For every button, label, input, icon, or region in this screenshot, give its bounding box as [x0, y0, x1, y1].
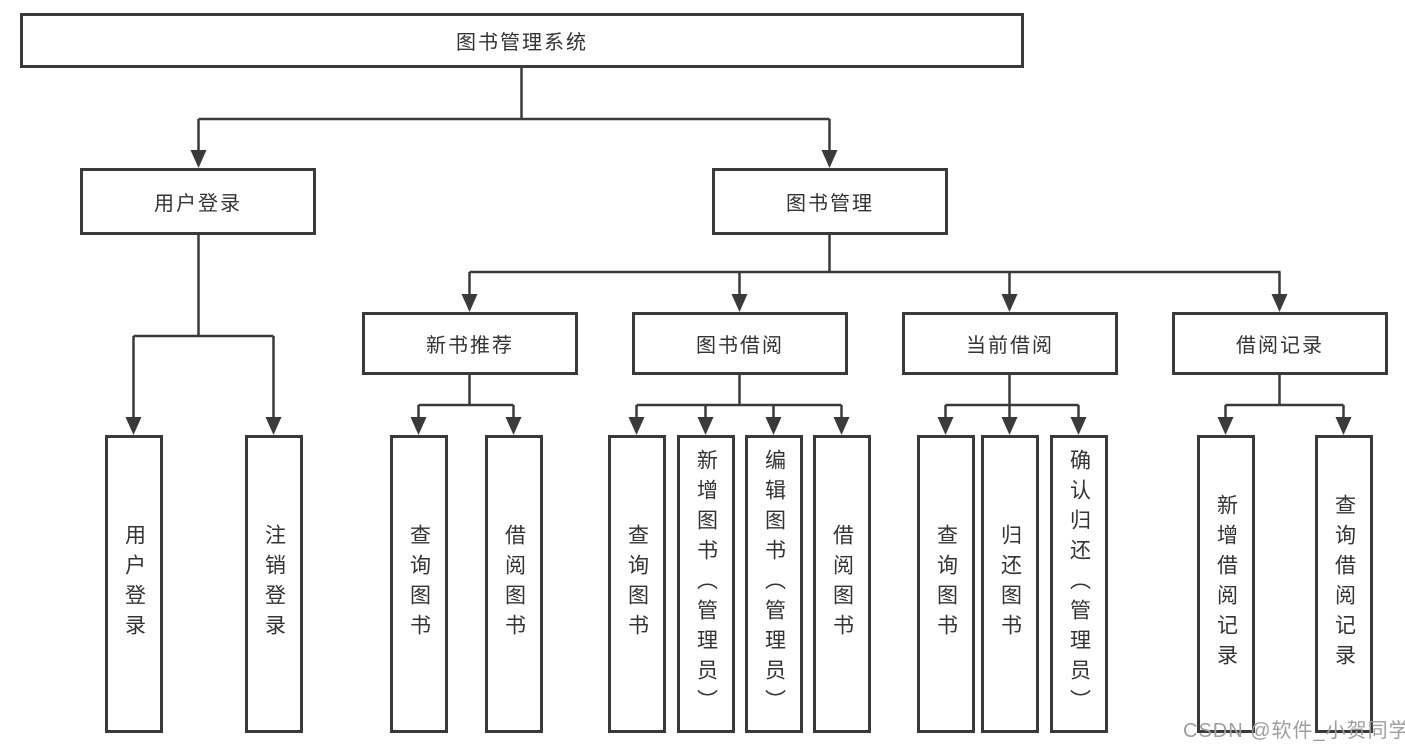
leaf-label: 新增图书（管理员） — [694, 449, 718, 719]
leaf-add-borrow-record: 新增借阅记录 — [1197, 435, 1255, 733]
node-current-borrowing: 当前借阅 — [902, 312, 1118, 375]
leaf-query-books: 查询图书 — [608, 435, 666, 733]
node-user-login: 用户登录 — [80, 168, 316, 235]
leaf-logout: 注销登录 — [245, 435, 303, 733]
node-new-book-recommend: 新书推荐 — [362, 312, 578, 375]
leaf-confirm-return-admin: 确认归还（管理员） — [1050, 435, 1108, 733]
leaf-label: 确认归还（管理员） — [1067, 449, 1091, 719]
leaf-query-books: 查询图书 — [917, 435, 975, 733]
leaf-borrow-books: 借阅图书 — [813, 435, 871, 733]
leaf-label: 编辑图书（管理员） — [762, 449, 786, 719]
csdn-watermark: CSDN @软件_小贺同学 — [1183, 720, 1405, 742]
node-book-borrowing: 图书借阅 — [632, 312, 848, 375]
leaf-query-borrow-record: 查询借阅记录 — [1315, 435, 1373, 733]
node-label: 借阅记录 — [1236, 335, 1324, 357]
leaf-label: 查询图书 — [934, 524, 958, 644]
leaf-label: 查询借阅记录 — [1332, 494, 1356, 674]
node-label: 当前借阅 — [966, 335, 1054, 357]
leaf-user-login: 用户登录 — [105, 435, 163, 733]
leaf-label: 借阅图书 — [502, 524, 526, 644]
node-label: 新书推荐 — [426, 335, 514, 357]
node-label: 用户登录 — [154, 193, 242, 215]
leaf-add-book-admin: 新增图书（管理员） — [677, 435, 735, 733]
leaf-label: 新增借阅记录 — [1214, 494, 1238, 674]
leaf-label: 借阅图书 — [830, 524, 854, 644]
node-borrowing-records: 借阅记录 — [1172, 312, 1388, 375]
leaf-label: 查询图书 — [625, 524, 649, 644]
leaf-label: 归还图书 — [998, 524, 1022, 644]
node-library-system: 图书管理系统 — [20, 13, 1024, 68]
leaf-label: 用户登录 — [122, 524, 146, 644]
leaf-borrow-books: 借阅图书 — [485, 435, 543, 733]
leaf-label: 注销登录 — [262, 524, 286, 644]
leaf-edit-book-admin: 编辑图书（管理员） — [745, 435, 803, 733]
node-label: 图书借阅 — [696, 335, 784, 357]
node-label: 图书管理系统 — [456, 32, 588, 54]
node-book-management: 图书管理 — [712, 168, 948, 235]
leaf-query-books: 查询图书 — [390, 435, 448, 733]
leaf-return-books: 归还图书 — [981, 435, 1039, 733]
leaf-label: 查询图书 — [407, 524, 431, 644]
node-label: 图书管理 — [786, 193, 874, 215]
